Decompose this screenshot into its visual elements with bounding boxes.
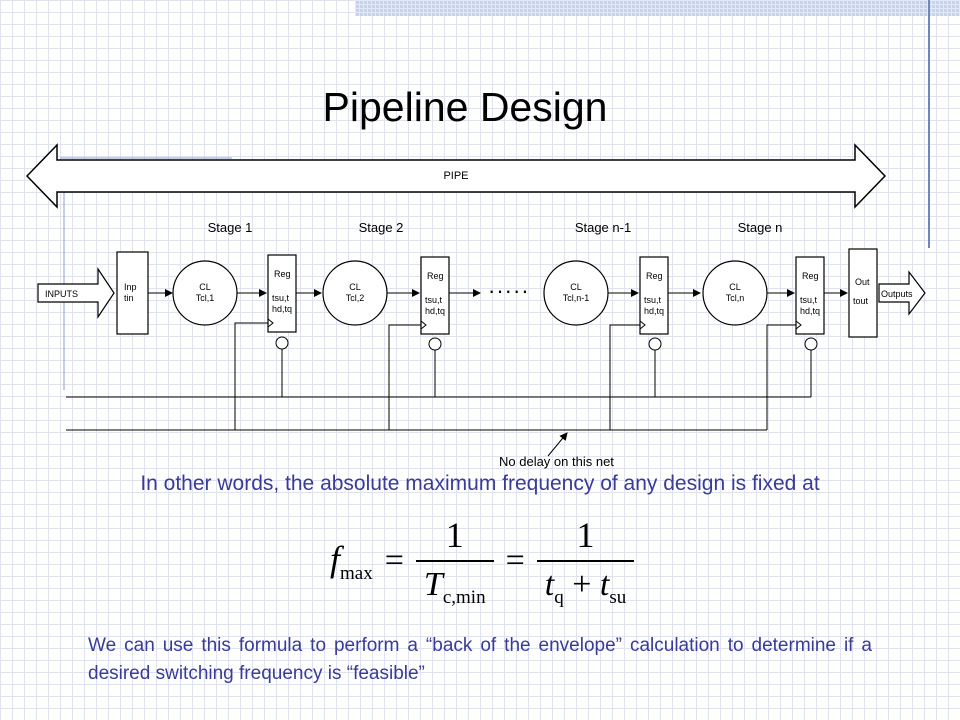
pipeline-diagram: PIPE Stage 1 Stage 2 Stage n-1 Stage n I… bbox=[25, 143, 926, 469]
formula-tsu-var: t bbox=[599, 565, 610, 603]
formula-denominator: tq + tsu bbox=[536, 559, 635, 609]
formula-period-sub: c,min bbox=[442, 586, 486, 608]
stage-label: Stage n bbox=[738, 220, 783, 235]
output-register-delay: tout bbox=[853, 296, 869, 306]
formula-tq-var: t bbox=[544, 565, 555, 603]
cl-label: CL bbox=[199, 282, 211, 292]
pipe-label: PIPE bbox=[443, 170, 468, 182]
reg-label: Reg bbox=[802, 271, 819, 281]
reg-timing: tsu,t bbox=[425, 295, 443, 305]
formula-lhs: f bbox=[330, 538, 341, 579]
right-edge-rule bbox=[928, 0, 930, 248]
stage-2: CL Tcl,2 Reg tsu,t hd,tq bbox=[296, 256, 481, 430]
clock-node bbox=[275, 336, 289, 350]
formula-plus: + bbox=[563, 565, 600, 603]
pipeline-register bbox=[420, 256, 450, 335]
inputs-label: INPUTS bbox=[45, 289, 78, 299]
slide-title: Pipeline Design bbox=[322, 84, 608, 130]
stage-1: CL Tcl,1 Reg tsu,t hd,tq bbox=[148, 254, 297, 430]
formula-fraction-2: 1 tq + tsu bbox=[536, 514, 635, 609]
cl-delay: Tcl,1 bbox=[196, 293, 215, 303]
formula-period-var: T bbox=[423, 565, 443, 603]
fmax-formula: fmax = 1 Tc,min = 1 tq + tsu bbox=[330, 514, 635, 609]
reg-timing: hd,tq bbox=[800, 306, 820, 316]
reg-timing: tsu,t bbox=[272, 293, 290, 303]
formula-denominator: Tc,min bbox=[415, 559, 494, 609]
formula-tq-sub: q bbox=[554, 586, 564, 608]
cl-delay: Tcl,2 bbox=[346, 293, 365, 303]
formula-lhs-sub: max bbox=[340, 562, 373, 584]
formula-tsu-sub: su bbox=[609, 586, 627, 608]
outputs-label: Outputs bbox=[881, 289, 913, 299]
clock-nets bbox=[66, 396, 811, 431]
reg-timing: tsu,t bbox=[644, 295, 662, 305]
stage-label: Stage 1 bbox=[208, 220, 253, 235]
ellipsis: ····· bbox=[488, 278, 530, 303]
clock-node bbox=[804, 337, 818, 351]
reg-label: Reg bbox=[646, 271, 663, 281]
statement-text: In other words, the absolute maximum fre… bbox=[140, 472, 820, 495]
stage-n: CL Tcl,n Reg tsu,t hd,tq bbox=[702, 256, 848, 430]
reg-label: Reg bbox=[274, 269, 291, 279]
formula-equals: = bbox=[384, 542, 404, 579]
input-register-name: Inp bbox=[124, 282, 137, 292]
pipeline-register bbox=[639, 256, 669, 335]
reg-label: Reg bbox=[427, 271, 444, 281]
formula-fraction-1: 1 Tc,min bbox=[415, 514, 494, 609]
cl-label: CL bbox=[349, 282, 361, 292]
formula-equals: = bbox=[505, 542, 525, 579]
cl-label: CL bbox=[729, 282, 741, 292]
reg-timing: hd,tq bbox=[425, 306, 445, 316]
reg-timing: hd,tq bbox=[272, 304, 292, 314]
no-delay-annotation: No delay on this net bbox=[499, 432, 614, 469]
decoration-lines bbox=[60, 157, 232, 390]
input-register-delay: tin bbox=[124, 293, 134, 303]
no-delay-label: No delay on this net bbox=[499, 454, 614, 469]
outputs-arrow: Outputs bbox=[878, 270, 926, 316]
reg-timing: hd,tq bbox=[644, 306, 664, 316]
stage-labels: Stage 1 Stage 2 Stage n-1 Stage n bbox=[208, 220, 783, 235]
stage-label: Stage n-1 bbox=[575, 220, 631, 235]
formula-numerator: 1 bbox=[576, 514, 595, 555]
inputs-arrow: INPUTS bbox=[37, 267, 115, 319]
corner-decoration-band bbox=[355, 0, 960, 16]
clock-node bbox=[428, 337, 442, 351]
cl-delay: Tcl,n bbox=[726, 293, 745, 303]
pipeline-register bbox=[267, 254, 297, 333]
pipe-arrow: PIPE bbox=[25, 143, 887, 209]
input-register: Inp tin bbox=[116, 251, 149, 335]
reg-timing: tsu,t bbox=[800, 295, 818, 305]
stage-label: Stage 2 bbox=[359, 220, 404, 235]
pipeline-register bbox=[795, 256, 825, 335]
clock-node bbox=[648, 337, 662, 351]
output-register: Out tout bbox=[848, 248, 878, 338]
formula-numerator: 1 bbox=[445, 514, 464, 555]
cl-delay: Tcl,n-1 bbox=[563, 293, 590, 303]
output-register-name: Out bbox=[855, 277, 870, 287]
cl-label: CL bbox=[570, 282, 582, 292]
note-text: We can use this formula to perform a “ba… bbox=[88, 635, 872, 684]
stage-n-1: CL Tcl,n-1 Reg tsu,t hd,tq bbox=[543, 256, 701, 430]
